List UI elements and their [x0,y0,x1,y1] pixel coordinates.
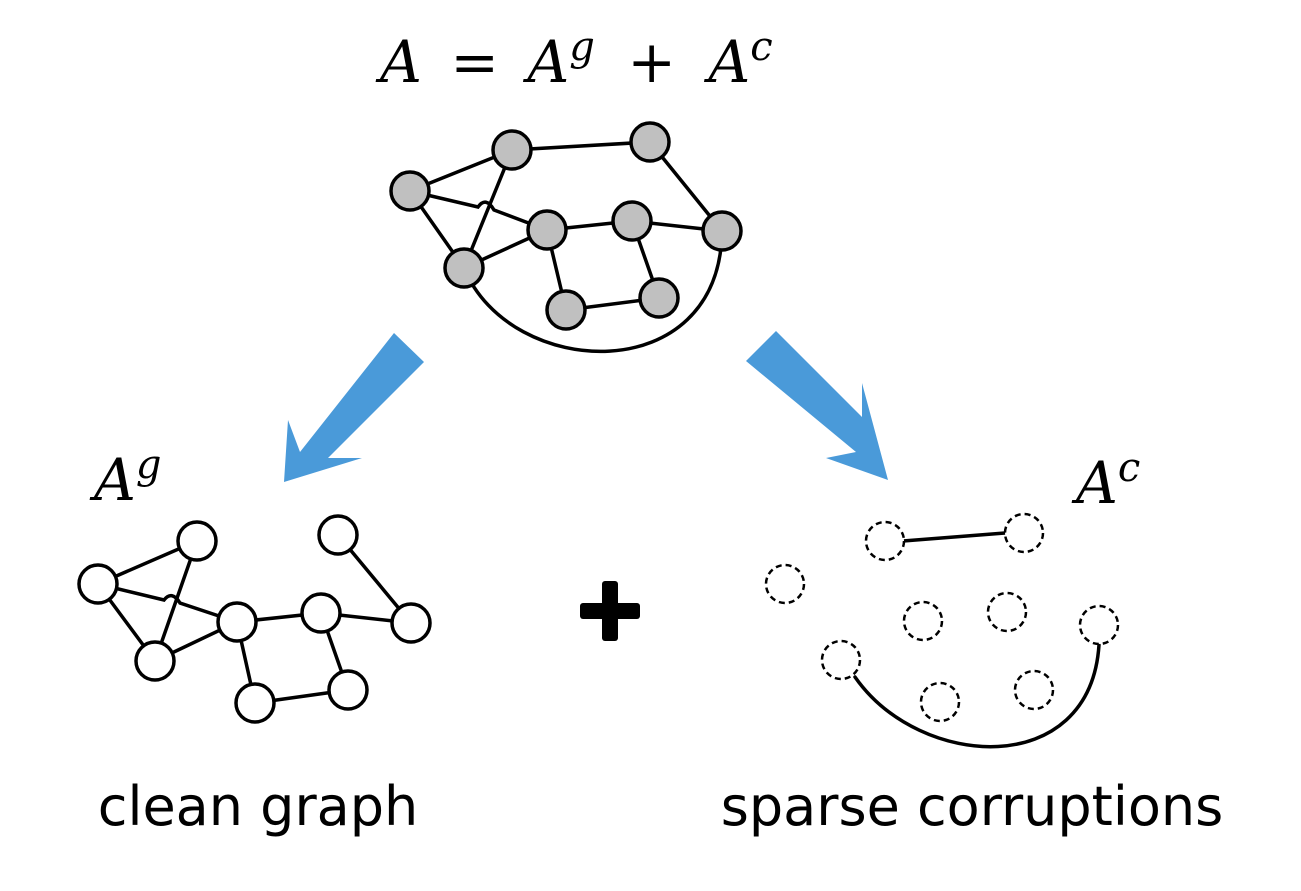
node [629,121,671,163]
node [390,602,432,644]
node [1013,669,1055,711]
node [77,563,119,605]
node [216,601,258,643]
edge-crossing [408,189,549,232]
equation-title: A = Ag + Ac [375,6,773,96]
clean-graph-label: Ag [89,442,162,514]
arrow-left [284,333,424,482]
edge [153,539,199,663]
node [1078,604,1120,646]
node [443,247,485,289]
node [701,210,743,252]
node [526,209,568,251]
edge [510,140,652,152]
edge [462,148,514,270]
node [638,277,680,319]
edge-curve [853,643,1101,749]
clean-graph [77,514,432,724]
caption-sparse-corruptions: sparse corruptions [721,775,1223,838]
arrow-right [746,331,888,480]
node [317,514,359,556]
node [491,129,533,171]
node [820,639,862,681]
node [864,520,906,562]
node [1003,512,1045,554]
sparse-corruptions-graph [764,512,1120,749]
full-graph [389,121,743,354]
node [986,591,1028,633]
node [234,682,276,724]
node [919,681,961,723]
node [134,640,176,682]
edge-crossing [96,582,239,624]
edge-curve [462,229,724,354]
edge [901,531,1007,543]
node [611,200,653,242]
node [176,520,218,562]
caption-clean-graph: clean graph [98,775,418,838]
node [389,170,431,212]
plus-sign [580,581,640,641]
node [300,592,342,634]
corruptions-label: Ac [1071,445,1140,517]
node [902,600,944,642]
node [545,289,587,331]
node [764,563,806,605]
node [327,669,369,711]
